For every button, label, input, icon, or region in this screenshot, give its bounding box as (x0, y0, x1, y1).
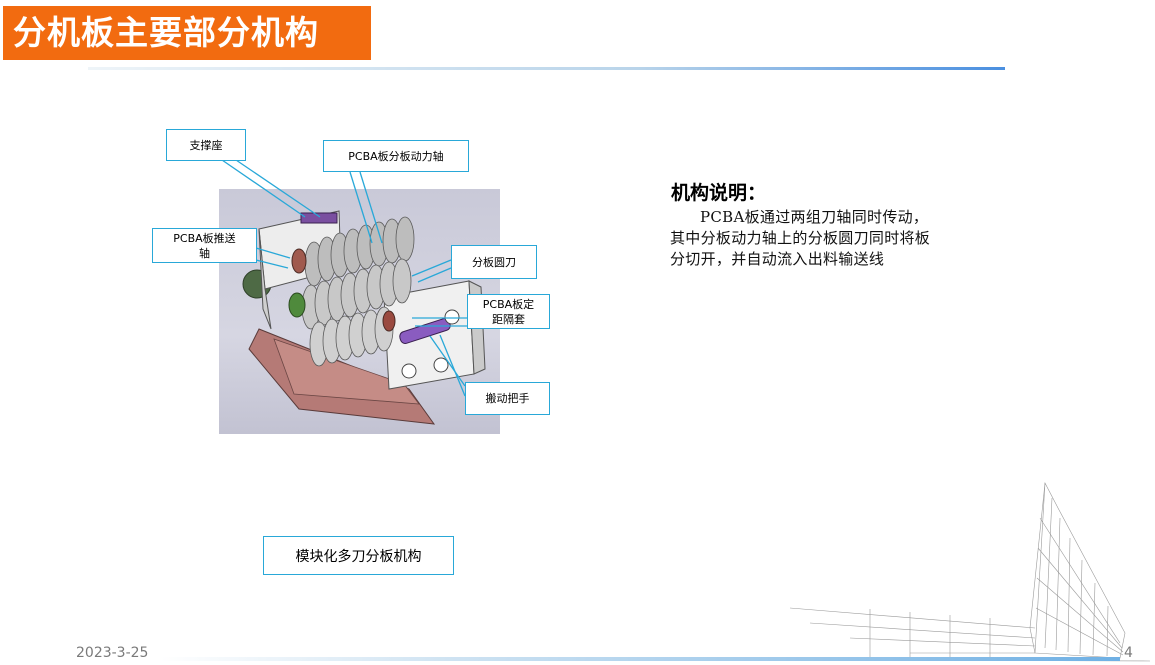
callout-power-shaft: PCBA板分板动力轴 (323, 140, 469, 172)
building-sketch-decoration (790, 481, 1151, 662)
callout-spacer-line1: PCBA板定 (482, 297, 535, 311)
callout-spacer-line2: 距隔套 (492, 312, 525, 326)
slide-title: 分机板主要部分机构 (3, 6, 371, 60)
title-divider (88, 67, 1005, 70)
description-body: PCBA板通过两组刀轴同时传动，其中分板动力轴上的分板圆刀同时将板分切开，并自动… (670, 208, 931, 268)
slide-date: 2023-3-25 (76, 645, 149, 661)
callout-circular-blade: 分板圆刀 (451, 245, 537, 279)
diagram-caption: 模块化多刀分板机构 (263, 536, 454, 575)
callout-push-shaft-line2: 轴 (199, 246, 210, 260)
callout-support-seat: 支撑座 (166, 129, 246, 161)
description-heading: 机构说明： (671, 182, 767, 204)
callout-push-shaft: PCBA板推送 轴 (152, 228, 257, 263)
mechanism-drawing (242, 210, 486, 425)
page-number: 4 (1124, 645, 1133, 661)
callout-handle: 搬动把手 (465, 382, 550, 415)
mechanism-illustration (219, 189, 500, 434)
callout-spacer: PCBA板定 距隔套 (467, 294, 550, 329)
callout-push-shaft-line1: PCBA板推送 (173, 231, 236, 245)
footer-divider (160, 657, 1120, 661)
